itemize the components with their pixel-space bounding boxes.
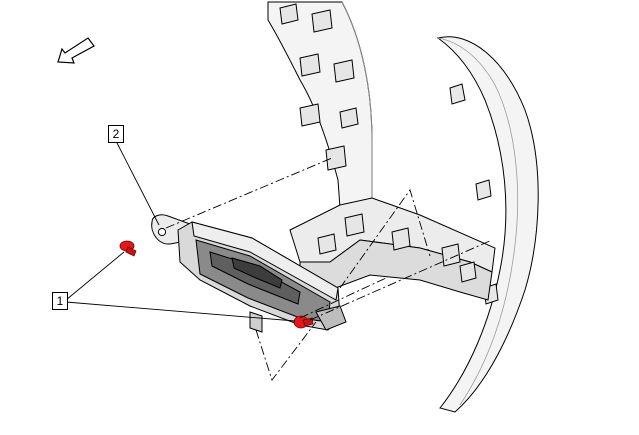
switch-bracket-assembly [151, 214, 347, 333]
leader-lines [65, 140, 296, 322]
callout-label-bracket: 2 [108, 125, 124, 143]
forward-arrow-icon [57, 37, 95, 64]
instrument-panel-frame [267, 1, 496, 301]
fastener-screw-right [293, 315, 314, 329]
callout-label-fastener: 1 [52, 292, 68, 310]
assembly-lines [165, 157, 493, 381]
fastener-screw-left [119, 240, 137, 257]
outer-trim-panel [436, 36, 539, 413]
